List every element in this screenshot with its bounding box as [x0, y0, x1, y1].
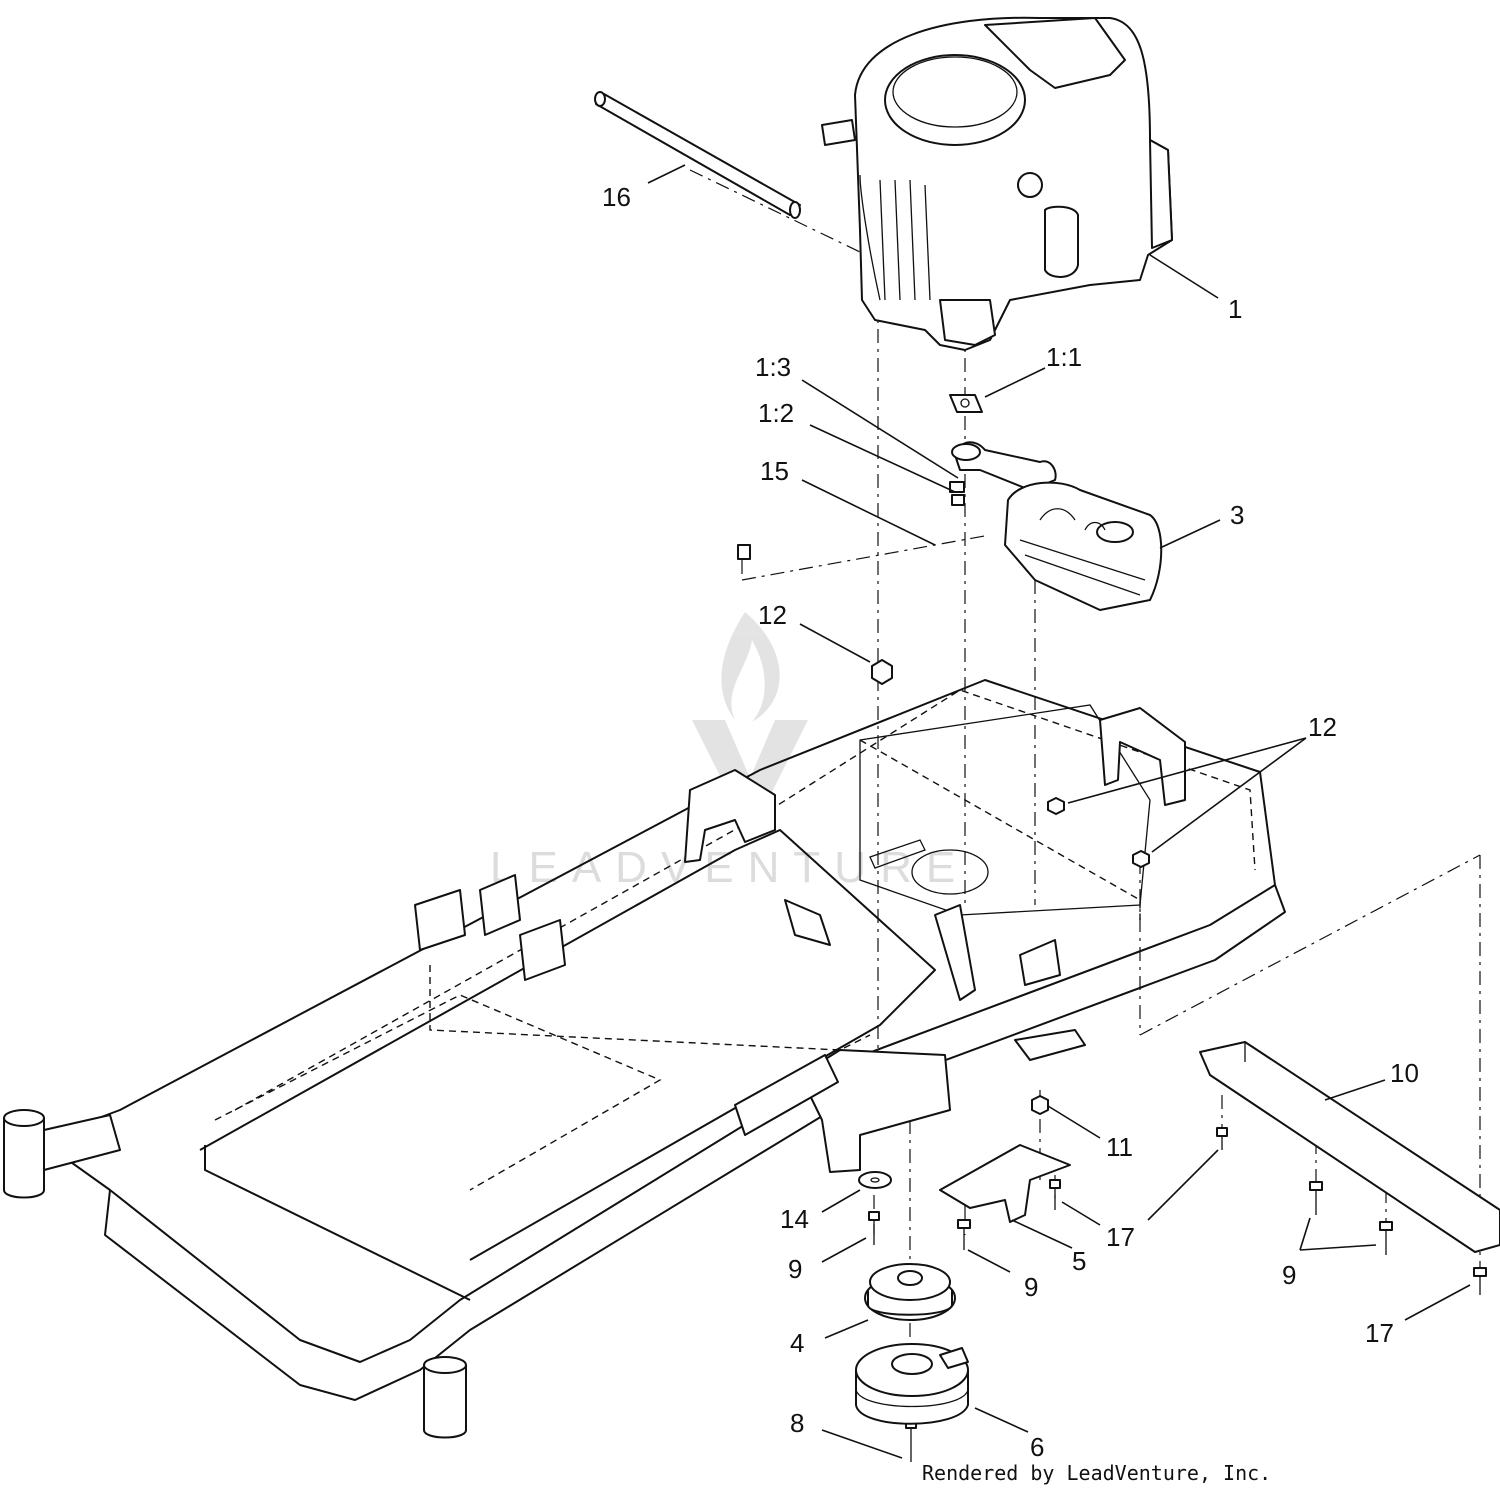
- part-3-muffler: [951, 441, 1163, 611]
- part-4-pulley: [864, 1263, 956, 1321]
- part-1-1-gasket: [949, 394, 983, 413]
- callout-5: 5: [1072, 1246, 1086, 1276]
- part-10-bar: [1199, 1041, 1500, 1253]
- watermark: LEADVENTURE: [490, 612, 969, 892]
- callout-1-3: 1:3: [755, 352, 791, 382]
- callout-4: 4: [790, 1328, 804, 1358]
- callout-8: 8: [790, 1408, 804, 1438]
- callout-1-2: 1:2: [758, 398, 794, 428]
- watermark-text: LEADVENTURE: [490, 843, 969, 892]
- render-credit: Rendered by LeadVenture, Inc.: [922, 1461, 1271, 1485]
- leader-lines: [647, 164, 1471, 1459]
- part-14-washer: [858, 1171, 892, 1189]
- callout-9-right: 9: [1282, 1260, 1296, 1290]
- part-6-clutch: [855, 1343, 969, 1425]
- callout-1-1: 1:1: [1046, 342, 1082, 372]
- callout-10: 10: [1390, 1058, 1419, 1088]
- callout-14: 14: [780, 1204, 809, 1234]
- part-5-bracket: [939, 1144, 1071, 1223]
- hardware-small: [737, 481, 1150, 1115]
- callout-9-center: 9: [1024, 1272, 1038, 1302]
- callout-17-center: 17: [1106, 1222, 1135, 1252]
- callout-17-right: 17: [1365, 1318, 1394, 1348]
- left-caster-mount: [3, 1109, 121, 1199]
- callout-15: 15: [760, 456, 789, 486]
- flame-v-logo-icon: [692, 612, 808, 812]
- callout-12-right: 12: [1308, 712, 1337, 742]
- callout-16: 16: [602, 182, 631, 212]
- right-caster-mount: [423, 1356, 467, 1439]
- callout-6: 6: [1030, 1432, 1044, 1462]
- callout-labels: 16 1 1:1 1:3 1:2 15 3 12 12 10 11 14 17 …: [602, 182, 1419, 1462]
- callout-1: 1: [1228, 294, 1242, 324]
- mower-frame: [3, 679, 1286, 1439]
- callout-11: 11: [1106, 1132, 1133, 1162]
- part-16-tube: [594, 91, 801, 219]
- callout-9-left: 9: [788, 1254, 802, 1284]
- part-1-engine: [821, 16, 1173, 351]
- callout-12-left: 12: [758, 600, 787, 630]
- callout-3: 3: [1230, 500, 1244, 530]
